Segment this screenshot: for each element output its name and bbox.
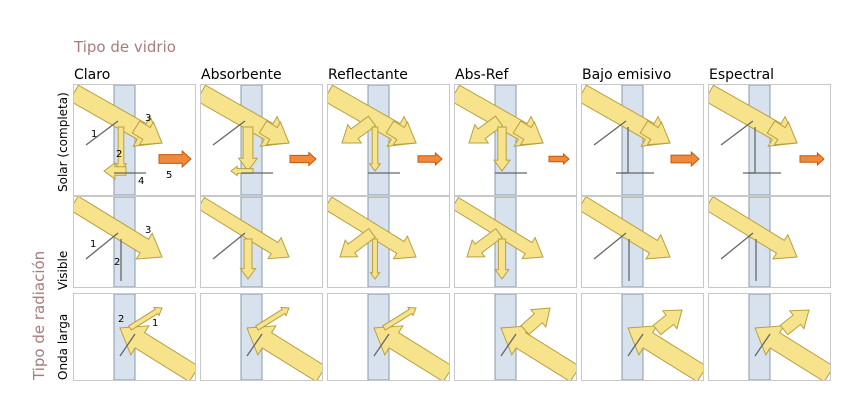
glass-pane (113, 85, 136, 195)
transmitted-solar-arrow (766, 120, 798, 146)
label-2: 2 (114, 257, 120, 268)
transmitted-down-arrow (239, 238, 257, 280)
reflected-longwave-arrow (652, 309, 683, 336)
reflected-longwave-arrow (520, 307, 551, 336)
label-2: 2 (118, 314, 124, 325)
label-4: 4 (138, 176, 144, 187)
column-header-reflectante: Reflectante (328, 67, 408, 83)
label-3: 3 (145, 225, 151, 236)
reflected-solar-line (85, 120, 119, 146)
reflected-longwave-arrow (128, 306, 163, 331)
diagram-cell-r2-c3 (327, 196, 450, 288)
diagram-cell-r1-c3 (327, 84, 450, 196)
transmitted-solar-arrow (385, 120, 417, 146)
diagram-cell-r3-c6 (708, 293, 831, 381)
glass-pane (621, 85, 644, 195)
transmitted-down-arrow (369, 238, 381, 280)
diagram-cell-r3-c3 (327, 293, 450, 381)
reflected-visible-line (85, 232, 119, 260)
heat-gain-arrow (289, 151, 317, 167)
heat-gain-arrow (158, 149, 192, 169)
diagram-cell-r2-c2 (200, 196, 323, 288)
reflected-longwave-arrow (779, 309, 810, 336)
column-header-espectral: Espectral (709, 67, 775, 83)
heat-gain-arrow (548, 152, 570, 166)
diagram-cell-r2-c6 (708, 196, 831, 288)
incident-longwave-arrow (119, 325, 195, 380)
emission-line (119, 333, 136, 357)
diagram-cell-r1-c6 (708, 84, 831, 196)
label-1: 1 (91, 129, 97, 140)
diagram-cell-r1-c1: 1 2 3 4 (73, 84, 196, 196)
incident-visible-arrow (582, 197, 671, 260)
emission-line (754, 333, 771, 357)
row-header-onda-larga: Onda larga (56, 313, 70, 380)
heat-gain-arrow (417, 151, 443, 167)
reflected-longwave-arrow (382, 306, 417, 331)
reflected-solar-line (593, 120, 627, 146)
glass-type-title: Tipo de vidrio (74, 38, 176, 56)
reflected-visible-arrow (339, 227, 377, 258)
radiation-type-title: Tipo de radiación (30, 250, 48, 380)
diagram-cell-r2-c4 (454, 196, 577, 288)
reemitted-arrow (103, 162, 127, 180)
glass-pane (748, 85, 771, 195)
column-header-abs-ref: Abs-Ref (455, 67, 509, 83)
transmitted-solar-arrow (131, 120, 163, 146)
emission-line (246, 333, 263, 357)
emission-line (373, 333, 390, 357)
incident-longwave-arrow (627, 325, 703, 380)
incident-visible-arrow (201, 197, 290, 260)
reflected-visible-line (212, 232, 246, 260)
incident-longwave-arrow (373, 325, 449, 380)
reflected-solar-line (212, 120, 246, 146)
incident-visible-arrow (328, 197, 417, 260)
label-5: 5 (166, 170, 173, 181)
diagram-cell-r1-c2 (200, 84, 323, 196)
absorbed-inward-arrow (493, 126, 511, 172)
column-header-bajo-emisivo: Bajo emisivo (582, 67, 672, 83)
incident-visible-arrow (74, 197, 163, 260)
diagram-cell-r3-c2 (200, 293, 323, 381)
diagram-cell-r2-c5 (581, 196, 704, 288)
heat-gain-arrow (799, 151, 825, 167)
label-3: 3 (145, 113, 151, 124)
row-header-solar: Solar (completa) (56, 92, 70, 192)
label-2: 2 (116, 149, 122, 160)
diagram-cell-r3-c4 (454, 293, 577, 381)
transmitted-solar-arrow (512, 120, 544, 146)
reflected-longwave-arrow (255, 306, 290, 331)
reflected-visible-line (593, 232, 627, 260)
reflected-visible-line (720, 232, 754, 260)
diagram-cell-r3-c5 (581, 293, 704, 381)
column-header-absorbente: Absorbente (201, 67, 282, 83)
incident-longwave-arrow (246, 325, 322, 380)
diagram-cell-r1-c5 (581, 84, 704, 196)
transmitted-down-arrow (494, 238, 510, 280)
incident-visible-arrow (455, 197, 544, 260)
absorbed-inward-arrow (368, 126, 382, 172)
label-1: 1 (90, 239, 96, 250)
glass-pane (367, 85, 390, 195)
heat-gain-arrow (670, 150, 700, 168)
column-header-claro: Claro (74, 67, 111, 83)
incident-longwave-arrow (754, 325, 830, 380)
reflected-solar-line (720, 120, 754, 146)
emission-line (500, 333, 517, 357)
diagram-cell-r2-c1: 1 2 3 (73, 196, 196, 288)
diagram-cell-r1-c4 (454, 84, 577, 196)
row-header-visible: Visible (56, 250, 70, 290)
emission-line (627, 333, 644, 357)
transmitted-solar-arrow (258, 120, 290, 146)
absorbed-inward-arrow (237, 126, 259, 172)
transmitted-solar-arrow (639, 120, 671, 146)
label-1: 1 (152, 318, 158, 329)
incident-visible-arrow (709, 197, 798, 260)
